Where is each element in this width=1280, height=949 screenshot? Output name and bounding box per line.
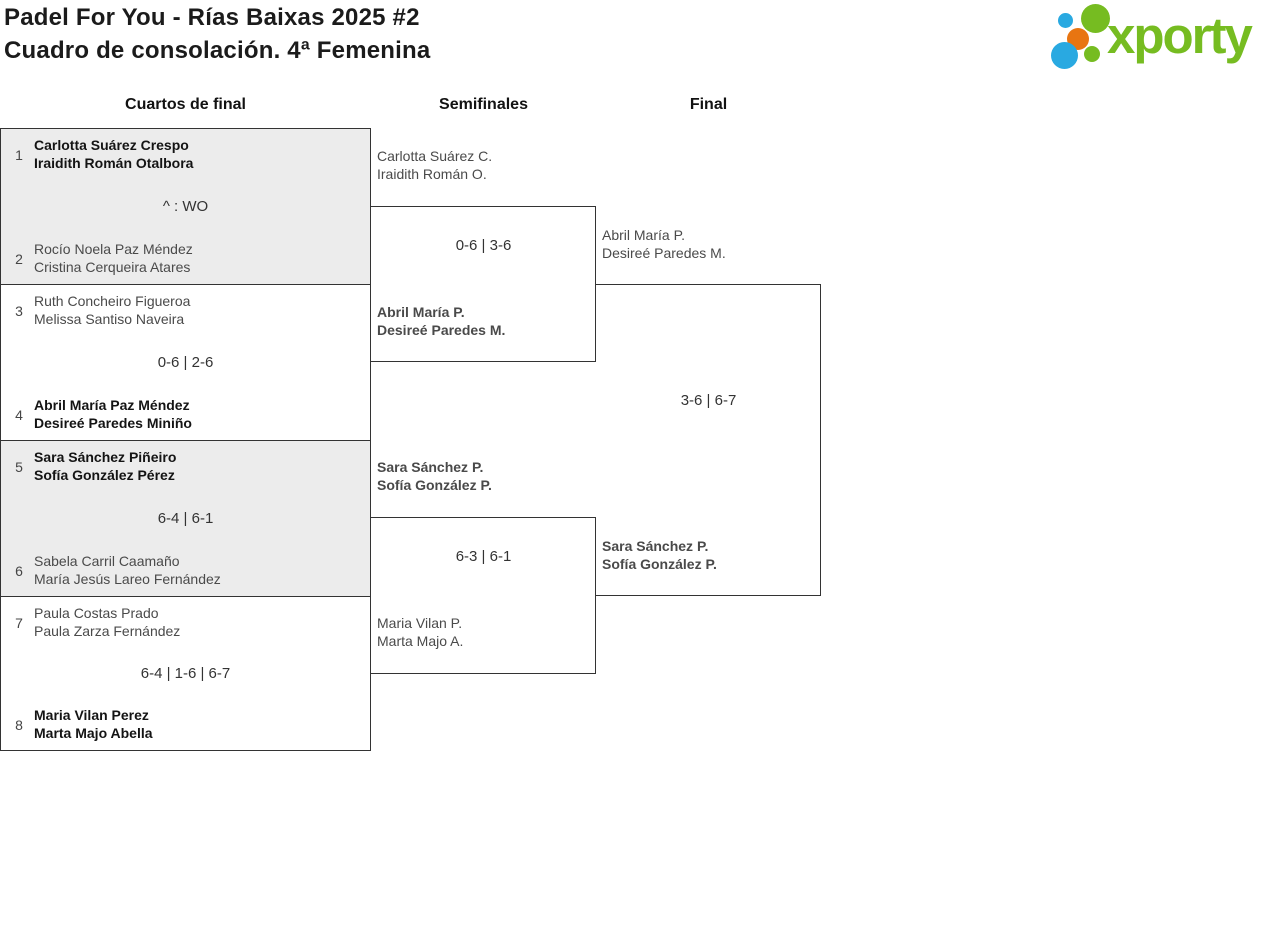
player-name: Sara Sánchez P. [377, 459, 484, 475]
match-quarterfinal-1: 1 Carlotta Suárez Crespo Iraidith Román … [0, 128, 371, 285]
player-name: Desireé Paredes M. [377, 322, 506, 338]
player-name: Cristina Cerqueira Atares [34, 258, 191, 275]
tournament-name: Padel For You - Rías Baixas 2025 #2 [4, 4, 420, 31]
seed-number: 1 [15, 146, 23, 163]
match-score: 6-4 | 1-6 | 6-7 [140, 665, 231, 682]
player-name: Marta Majo A. [377, 633, 464, 649]
seed-number: 5 [15, 458, 23, 475]
team-names: Abril María Paz Méndez Desireé Paredes M… [34, 397, 192, 432]
seed-number: 6 [15, 562, 23, 579]
semifinal-2-team-top: Sara Sánchez P. Sofía González P. [377, 458, 492, 494]
player-name: Ruth Concheiro Figueroa [34, 293, 191, 309]
player-name: Iraidith Román Otalbora [34, 154, 194, 171]
logo-dot-blue-large-icon [1051, 42, 1078, 69]
player-name: Carlotta Suárez Crespo [34, 137, 189, 153]
team-names: Carlotta Suárez Crespo Iraidith Román Ot… [34, 137, 193, 172]
match-semifinal-1-box [371, 206, 596, 362]
player-name: Sabela Carril Caamaño [34, 553, 180, 569]
match-quarterfinal-4: 7 Paula Costas Prado Paula Zarza Fernánd… [0, 596, 371, 751]
team-row: 5 Sara Sánchez Piñeiro Sofía González Pé… [11, 449, 360, 484]
seed-number: 4 [15, 406, 23, 423]
semifinal-2-team-bottom: Maria Vilan P. Marta Majo A. [377, 614, 463, 650]
player-name: Sofía González P. [377, 477, 492, 493]
player-name: Melissa Santiso Naveira [34, 310, 185, 327]
player-name: Paula Costas Prado [34, 605, 159, 621]
final-team-bottom: Sara Sánchez P. Sofía González P. [602, 537, 717, 573]
final-team-top: Abril María P. Desireé Paredes M. [602, 226, 726, 262]
team-names: Rocío Noela Paz Méndez Cristina Cerqueir… [34, 241, 193, 276]
player-name: Sofía González Pérez [34, 466, 175, 483]
logo-dot-green-small-icon [1084, 46, 1100, 62]
round-header-final: Final [689, 96, 728, 113]
player-name: Sara Sánchez P. [602, 538, 709, 554]
team-row: 7 Paula Costas Prado Paula Zarza Fernánd… [11, 605, 360, 640]
player-name: Carlotta Suárez C. [377, 148, 493, 164]
player-name: Paula Zarza Fernández [34, 622, 181, 639]
draw-name: Cuadro de consolación. 4ª Femenina [4, 37, 431, 64]
match-final-box [596, 284, 821, 596]
final-score: 3-6 | 6-7 [680, 392, 737, 409]
semifinal-1-team-top: Carlotta Suárez C. Iraidith Román O. [377, 147, 492, 183]
logo-dot-blue-small-icon [1058, 13, 1073, 28]
team-names: Sabela Carril Caamaño María Jesús Lareo … [34, 553, 221, 588]
semifinal-1-score: 0-6 | 3-6 [455, 237, 512, 254]
logo-dot-green-large-icon [1081, 4, 1110, 33]
team-row: 2 Rocío Noela Paz Méndez Cristina Cerque… [11, 241, 360, 276]
player-name: Desireé Paredes Miniño [34, 414, 192, 431]
team-names: Ruth Concheiro Figueroa Melissa Santiso … [34, 293, 190, 328]
player-name: María Jesús Lareo Fernández [34, 570, 221, 587]
match-quarterfinal-2: 3 Ruth Concheiro Figueroa Melissa Santis… [0, 284, 371, 441]
player-name: Abril María P. [377, 304, 465, 320]
semifinal-2-score: 6-3 | 6-1 [455, 548, 512, 565]
match-score: 6-4 | 6-1 [157, 510, 214, 527]
xporty-logo[interactable]: xporty [1045, 3, 1277, 73]
team-names: Maria Vilan Perez Marta Majo Abella [34, 707, 153, 742]
seed-number: 3 [15, 302, 23, 319]
match-semifinal-2-box [371, 517, 596, 674]
page-title: Padel For You - Rías Baixas 2025 #2 Cuad… [4, 1, 430, 67]
round-header-semifinals: Semifinales [439, 96, 528, 113]
team-row: 1 Carlotta Suárez Crespo Iraidith Román … [11, 137, 360, 172]
player-name: Rocío Noela Paz Méndez [34, 241, 193, 257]
player-name: Sofía González P. [602, 556, 717, 572]
match-quarterfinal-3: 5 Sara Sánchez Piñeiro Sofía González Pé… [0, 440, 371, 597]
player-name: Maria Vilan Perez [34, 707, 149, 723]
player-name: Iraidith Román O. [377, 166, 487, 182]
seed-number: 7 [15, 614, 23, 631]
round-header-quarterfinals: Cuartos de final [125, 96, 246, 113]
player-name: Abril María Paz Méndez [34, 397, 190, 413]
team-row: 3 Ruth Concheiro Figueroa Melissa Santis… [11, 293, 360, 328]
semifinal-1-team-bottom: Abril María P. Desireé Paredes M. [377, 303, 505, 339]
player-name: Marta Majo Abella [34, 724, 153, 741]
team-row: 6 Sabela Carril Caamaño María Jesús Lare… [11, 553, 360, 588]
player-name: Abril María P. [602, 227, 685, 243]
player-name: Desireé Paredes M. [602, 245, 726, 261]
match-score: ^ : WO [162, 198, 209, 215]
team-names: Paula Costas Prado Paula Zarza Fernández [34, 605, 180, 640]
team-row: 8 Maria Vilan Perez Marta Majo Abella [11, 707, 360, 742]
player-name: Maria Vilan P. [377, 615, 463, 631]
team-names: Sara Sánchez Piñeiro Sofía González Pére… [34, 449, 176, 484]
seed-number: 8 [15, 716, 23, 733]
match-score: 0-6 | 2-6 [157, 354, 214, 371]
seed-number: 2 [15, 250, 23, 267]
team-row: 4 Abril María Paz Méndez Desireé Paredes… [11, 397, 360, 432]
xporty-wordmark: xporty [1107, 7, 1253, 64]
player-name: Sara Sánchez Piñeiro [34, 449, 177, 465]
